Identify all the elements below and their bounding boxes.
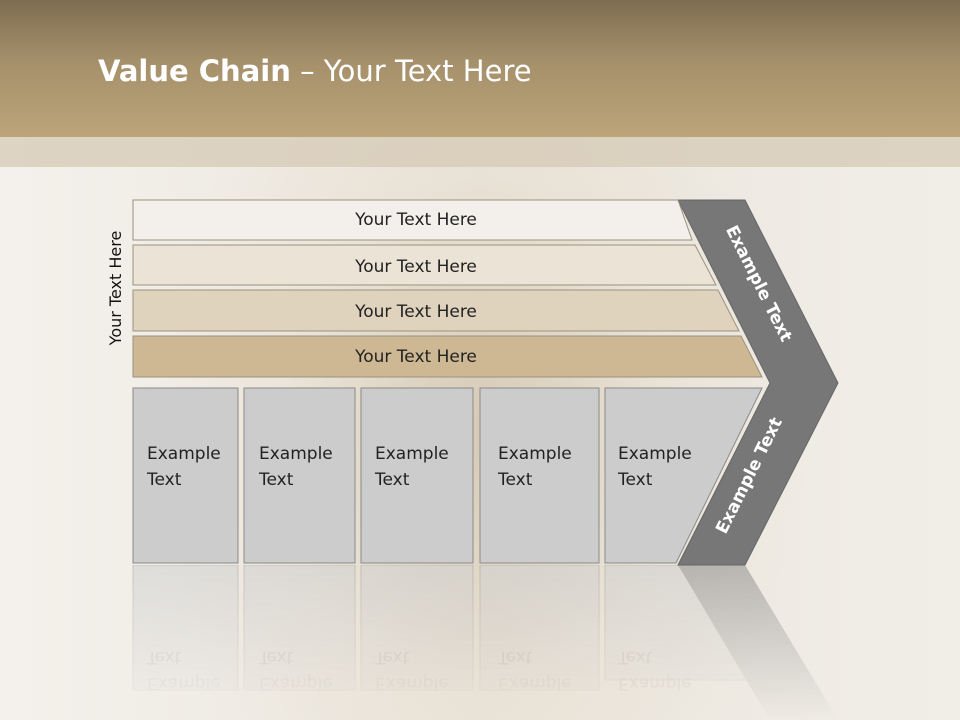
- primary-box-text: Text: [146, 470, 182, 490]
- primary-box-text: Example: [147, 444, 221, 464]
- support-row-label: Your Text Here: [354, 210, 477, 230]
- header-strip: [0, 137, 960, 167]
- support-row-label: Your Text Here: [354, 302, 477, 322]
- primary-box-text: Text: [374, 470, 410, 490]
- svg-text:Example: Example: [147, 673, 221, 693]
- svg-text:Example: Example: [618, 673, 692, 693]
- primary-box-text: Example: [375, 444, 449, 464]
- primary-box-text: Example: [498, 444, 572, 464]
- svg-text:Text: Text: [497, 647, 533, 667]
- title-rest: – Your Text Here: [290, 54, 532, 88]
- primary-box: [604, 387, 763, 564]
- primary-box-text: Text: [617, 470, 653, 490]
- side-label: Your Text Here: [106, 231, 125, 347]
- support-row-label: Your Text Here: [354, 257, 477, 277]
- svg-text:Text: Text: [617, 647, 653, 667]
- support-row-label: Your Text Here: [354, 347, 477, 367]
- svg-text:Text: Text: [258, 647, 294, 667]
- svg-text:Example: Example: [375, 673, 449, 693]
- support-row: [132, 199, 693, 241]
- value-arrow: [677, 199, 839, 566]
- primary-box-text: Example: [618, 444, 692, 464]
- svg-text:Text: Text: [374, 647, 410, 667]
- primary-box-text: Example: [259, 444, 333, 464]
- primary-box-text: Text: [497, 470, 533, 490]
- support-row: [132, 244, 717, 286]
- svg-text:Text: Text: [146, 647, 182, 667]
- primary-box: [479, 387, 600, 564]
- header-band: [0, 0, 960, 137]
- title-bold: Value Chain: [98, 54, 291, 88]
- primary-box: [132, 387, 239, 564]
- reflection: Example Text Example Text Example Text Exam…: [132, 564, 838, 720]
- primary-box-text: Text: [258, 470, 294, 490]
- svg-text:Example: Example: [259, 673, 333, 693]
- svg-text:Example: Example: [498, 673, 572, 693]
- page-title: Value Chain – Your Text Here: [98, 54, 532, 88]
- support-row: [132, 335, 763, 378]
- support-activities: Your Text Here Your Text Here Your Text …: [132, 199, 763, 378]
- support-row: [132, 289, 740, 332]
- primary-box: [360, 387, 474, 564]
- primary-box: [243, 387, 356, 564]
- primary-activities: Example Text Example Text Example Text E…: [132, 387, 763, 564]
